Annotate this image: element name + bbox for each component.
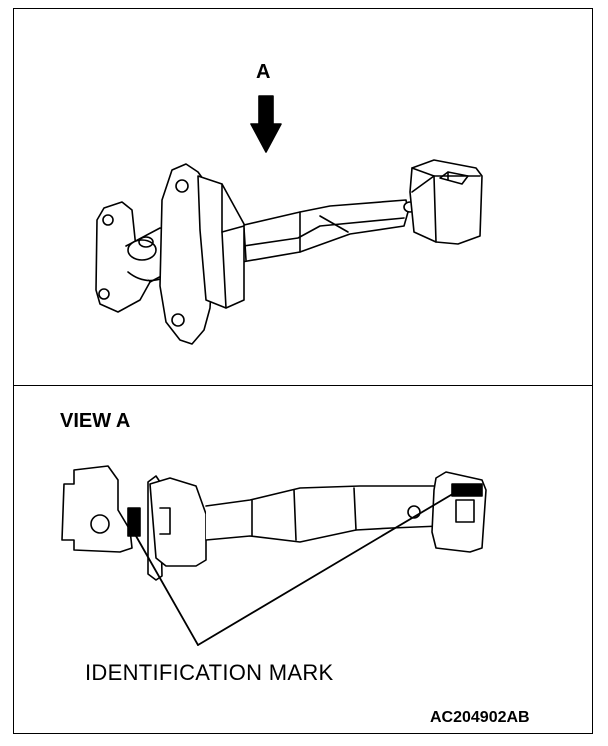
- panel-divider: [13, 385, 593, 386]
- door-check-isometric: [95, 159, 483, 345]
- callout-leader-lines: [135, 491, 457, 646]
- view-direction-arrow: [250, 95, 282, 153]
- figure-frame: [13, 8, 593, 734]
- identification-mark-label: IDENTIFICATION MARK: [85, 660, 334, 685]
- identification-mark-stopper: [451, 483, 483, 497]
- figure-code: AC204902AB: [430, 709, 530, 726]
- identification-mark-bracket: [127, 507, 141, 537]
- door-check-view-a: [61, 465, 487, 581]
- view-a-title: VIEW A: [60, 410, 131, 432]
- view-arrow-label: A: [256, 61, 271, 83]
